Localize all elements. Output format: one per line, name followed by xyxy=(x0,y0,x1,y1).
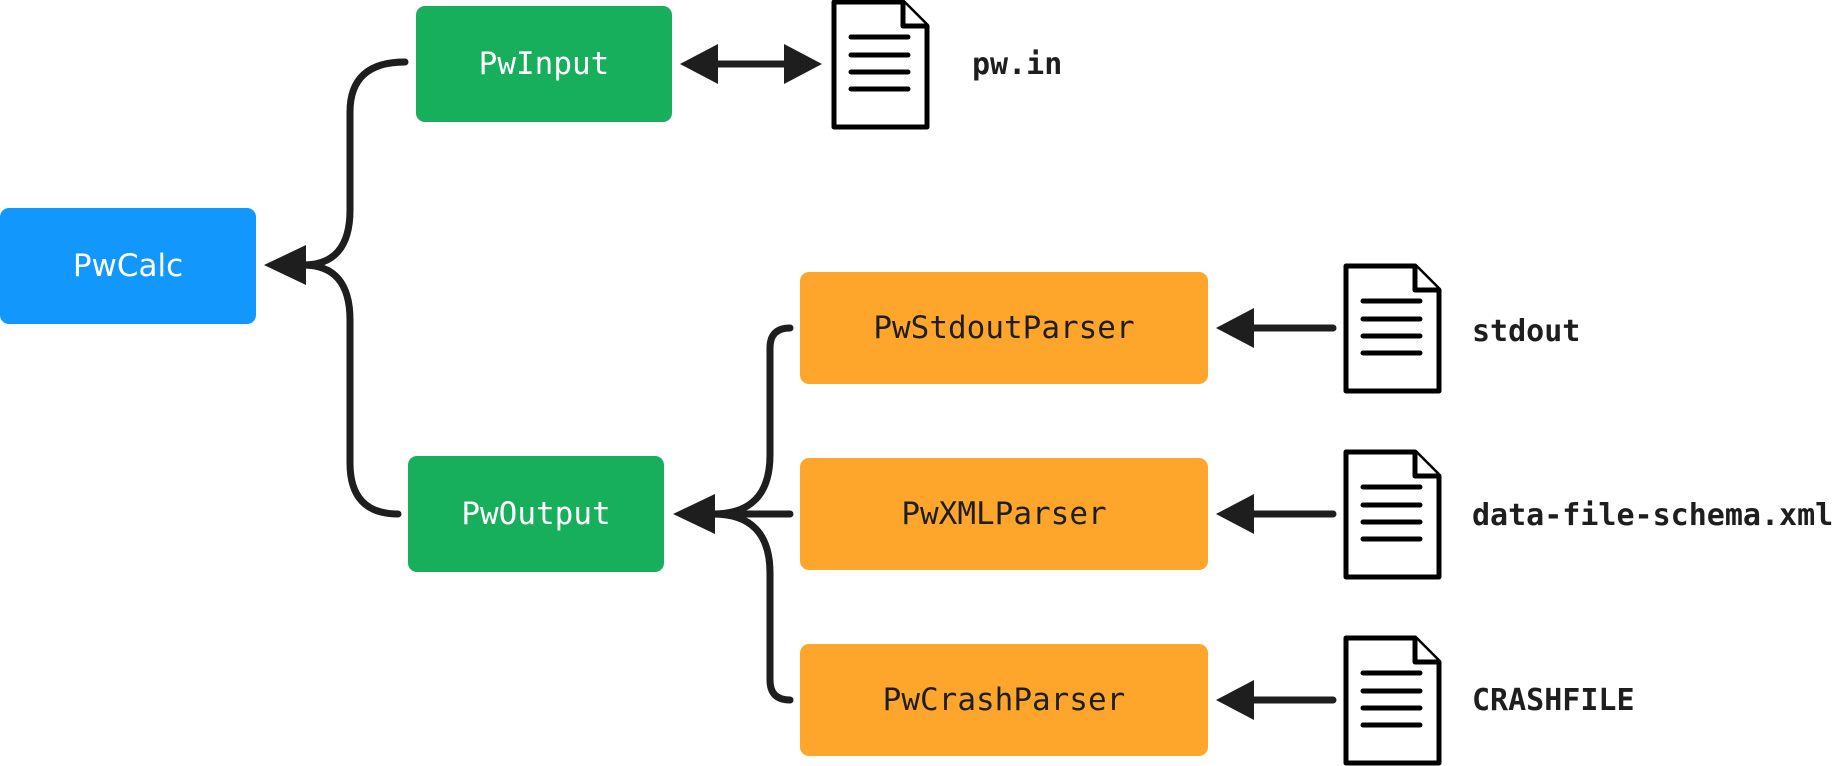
node-pwxmlparser: PwXMLParser xyxy=(800,458,1208,570)
file-label-pw-in: pw.in xyxy=(972,47,1063,82)
branch-output-to-stdout xyxy=(709,324,794,518)
document-icon xyxy=(831,0,930,130)
file-label-crashfile: CRASHFILE xyxy=(1472,683,1635,718)
arrow-head-icon xyxy=(1216,680,1254,720)
branch-output-to-crash xyxy=(709,510,794,704)
document-icon xyxy=(1343,635,1442,766)
node-pwoutput: PwOutput xyxy=(408,456,664,572)
file-label-data-file-schema: data-file-schema.xml xyxy=(1472,498,1834,533)
node-pwcrashparser: PwCrashParser xyxy=(800,644,1208,756)
node-pwstdoutparser: PwStdoutParser xyxy=(800,272,1208,384)
node-pwcalc: PwCalc xyxy=(0,208,256,324)
arrow-head-icon xyxy=(1216,308,1254,348)
file-label-stdout: stdout xyxy=(1472,314,1581,349)
node-pwinput: PwInput xyxy=(416,6,672,122)
arrow-head-icon xyxy=(680,44,718,84)
arrow-head-icon xyxy=(784,44,822,84)
node-pwoutput-label: PwOutput xyxy=(461,496,611,532)
document-icon xyxy=(1343,263,1442,394)
document-icon xyxy=(1343,449,1442,580)
branch-calc-to-output xyxy=(299,261,402,518)
node-pwxmlparser-label: PwXMLParser xyxy=(901,496,1107,532)
node-pwcalc-label: PwCalc xyxy=(72,248,184,284)
node-pwcrashparser-label: PwCrashParser xyxy=(882,682,1126,718)
arrow-head-icon xyxy=(673,494,715,534)
node-pwinput-label: PwInput xyxy=(478,46,610,82)
branch-calc-to-input xyxy=(299,58,409,269)
node-pwstdoutparser-label: PwStdoutParser xyxy=(873,310,1135,346)
arrow-head-icon xyxy=(264,245,306,285)
arrow-head-icon xyxy=(1216,494,1254,534)
